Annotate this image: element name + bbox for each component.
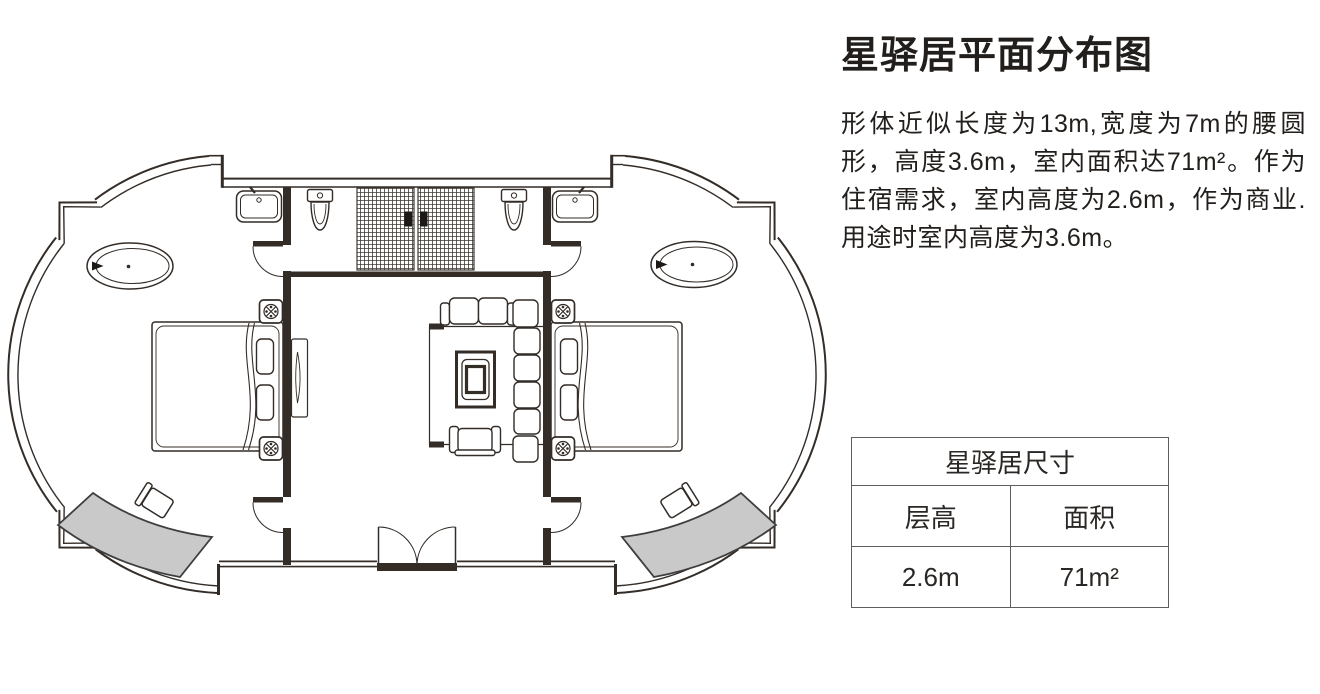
description-text: 形体近似长度为13m,宽度为7m的腰圆形，高度3.6m，室内面积达71m²。作为…: [841, 109, 1306, 252]
faucet-icon: [249, 186, 256, 194]
info-panel: 星驿居平面分布图 形体近似长度为13m,宽度为7m的腰圆形，高度3.6m，室内面…: [841, 0, 1311, 257]
tv-panel: [290, 338, 309, 418]
size-table-col-area: 面积: [1009, 485, 1169, 547]
bedroom-door: [252, 497, 284, 533]
sofa-set: [439, 297, 541, 463]
wall: [283, 271, 291, 497]
pillow: [255, 338, 275, 375]
sliding-door-handle-icon: [420, 211, 428, 227]
plan-right-half: [417, 155, 826, 595]
blanket-fold: [242, 322, 251, 451]
drain-icon: [126, 264, 131, 269]
size-table-value-area: 71m²: [1009, 546, 1169, 608]
outer-wall-arc: [7, 155, 218, 594]
size-table-value-height: 2.6m: [851, 546, 1011, 608]
wall-step: [220, 154, 224, 188]
wash-basin: [235, 186, 283, 223]
size-table: 星驿居尺寸 层高 面积 2.6m 71m²: [851, 437, 1169, 608]
curved-bench: [56, 491, 214, 578]
bathtub-right: [650, 240, 738, 289]
pillow: [255, 384, 275, 421]
sliding-door-handle-icon: [404, 211, 412, 227]
plan-left-half: [7, 154, 418, 595]
wall: [283, 187, 291, 245]
wall: [283, 528, 291, 565]
size-table-col-height: 层高: [851, 485, 1011, 547]
structural-column: [258, 436, 284, 461]
bathroom-door: [252, 241, 284, 277]
floor-plan: [7, 0, 840, 694]
toilet: [306, 188, 334, 231]
structural-column: [258, 299, 284, 324]
armchair: [448, 425, 502, 457]
faucet-icon: [92, 261, 104, 271]
page-title: 星驿居平面分布图: [841, 35, 1154, 77]
bathtub-left: [86, 242, 174, 290]
living-room-wall: [291, 271, 543, 277]
drain-icon: [690, 262, 695, 267]
coffee-table: [455, 350, 496, 409]
size-table-title: 星驿居尺寸: [851, 437, 1169, 486]
wall-step: [217, 564, 220, 595]
floor-plan-svg: [7, 0, 840, 694]
tiled-vestibule: [356, 187, 475, 271]
faucet-icon: [656, 260, 668, 269]
entry-door-leaf: [377, 526, 418, 571]
double-bed: [151, 321, 284, 452]
wall-break-upper: [33, 176, 109, 252]
desk-chair: [134, 482, 174, 519]
